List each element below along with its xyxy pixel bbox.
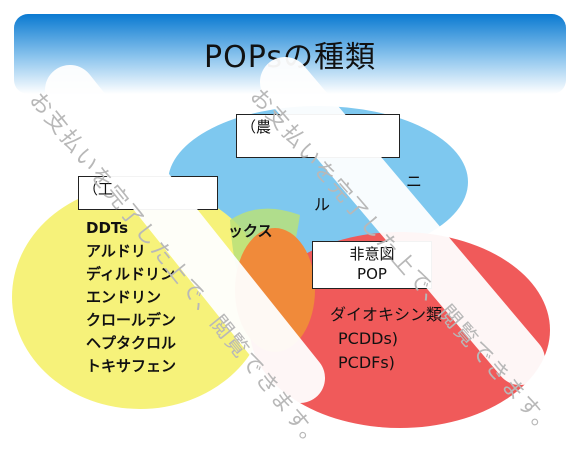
blue-circle-text: ニ ル — [314, 170, 423, 216]
watermark-bands — [0, 0, 580, 435]
list-item: エンドリン — [86, 288, 162, 306]
list-item: アルドリ — [86, 242, 146, 260]
list-item: PCDFs) — [338, 353, 395, 372]
right-list: ダイオキシン類 PCDDs) PCDFs) — [330, 303, 442, 375]
blue-text-2: ル — [314, 195, 331, 214]
title-banner — [14, 14, 566, 94]
middle-text: ックス — [228, 222, 273, 240]
blue-text-1: ニ — [406, 172, 423, 191]
list-item: ヘプタクロル — [86, 334, 177, 352]
list-item: ディルドリン — [86, 265, 175, 283]
left-list: DDTs アルドリ ディルドリン エンドリン クロールデン ヘプタクロル トキサ… — [86, 217, 176, 378]
list-item: PCDDs) — [338, 329, 399, 348]
list-item: ダイオキシン類 — [330, 305, 443, 324]
list-item: DDTs — [86, 219, 129, 237]
list-item: クロールデン — [86, 311, 177, 329]
list-item: トキサフェン — [86, 357, 177, 375]
